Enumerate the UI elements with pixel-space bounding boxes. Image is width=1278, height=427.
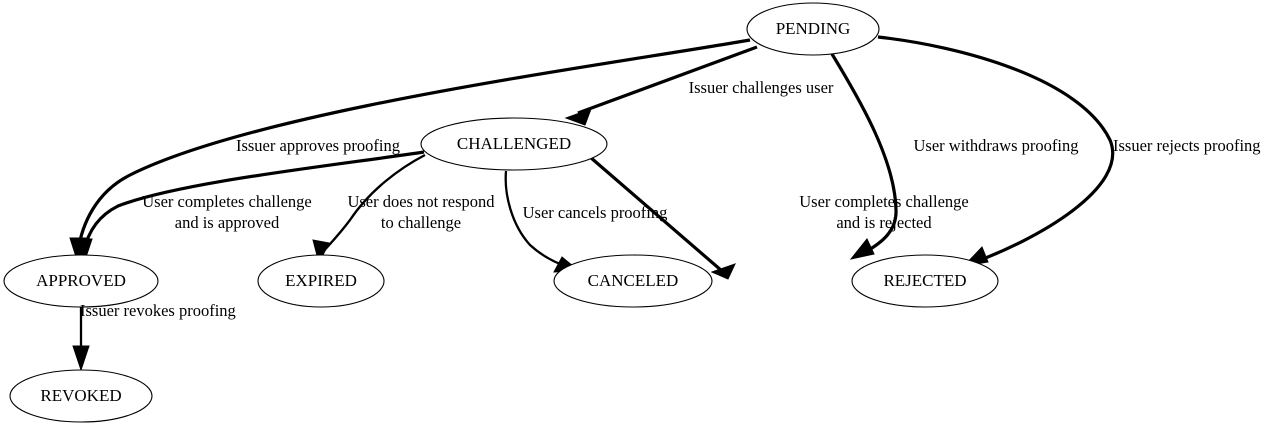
- edge-label-issuer-rejects-proofing: Issuer rejects proofing: [1113, 136, 1261, 155]
- node-label-revoked: REVOKED: [40, 386, 121, 405]
- edge-path-user-does-not-respond: [321, 153, 426, 254]
- arrowhead-revoked: [72, 345, 90, 372]
- node-challenged[interactable]: CHALLENGED: [420, 117, 608, 171]
- node-expired[interactable]: EXPIRED: [257, 254, 385, 308]
- edge-label-line1: User completes challenge: [799, 192, 969, 211]
- edge-path-issuer-approves-proofing: [76, 38, 751, 252]
- edges-layer: [69, 35, 1115, 372]
- edge-challenged-approved: [75, 150, 425, 265]
- node-pending[interactable]: PENDING: [746, 2, 880, 56]
- node-ellipse-approved[interactable]: [3, 254, 159, 308]
- edge-pending-challenged: [564, 45, 758, 126]
- node-rejected[interactable]: REJECTED: [851, 254, 999, 308]
- arrowhead-approved-from-challenged: [75, 238, 93, 265]
- edge-label-user-withdraws-proofing: User withdraws proofing: [914, 136, 1079, 155]
- node-label-pending: PENDING: [776, 19, 851, 38]
- node-label-expired: EXPIRED: [285, 271, 357, 290]
- node-revoked[interactable]: REVOKED: [9, 369, 153, 423]
- edge-path-pending-challenges-user: [577, 45, 758, 115]
- node-label-canceled: CANCELED: [588, 271, 679, 290]
- edge-label-issuer-approves-proofing: Issuer approves proofing: [236, 136, 400, 155]
- node-ellipse-revoked[interactable]: [9, 369, 153, 423]
- edge-label-line1: User completes challenge: [142, 192, 312, 211]
- edge-path-user-completes-challenge-rejected: [588, 155, 724, 273]
- node-ellipse-canceled[interactable]: [553, 254, 713, 308]
- edge-path-user-completes-challenge-approved: [82, 150, 425, 252]
- edge-label-user-does-not-respond: User does not respond to challenge: [347, 192, 495, 232]
- edge-pending-canceled: [830, 53, 898, 260]
- node-label-approved: APPROVED: [36, 271, 126, 290]
- edge-label-line1: User does not respond: [347, 192, 495, 211]
- node-ellipse-expired[interactable]: [257, 254, 385, 308]
- edge-label-user-cancels-proofing: User cancels proofing: [523, 203, 668, 222]
- edge-label-line2: and is approved: [175, 213, 280, 232]
- arrowhead-canceled-from-pending: [849, 238, 875, 260]
- edge-label-line2: to challenge: [381, 213, 461, 232]
- node-label-rejected: REJECTED: [883, 271, 966, 290]
- node-ellipse-rejected[interactable]: [851, 254, 999, 308]
- edge-path-issuer-rejects-proofing: [877, 35, 1115, 264]
- edge-label-issuer-challenges-user: Issuer challenges user: [689, 78, 834, 97]
- node-label-challenged: CHALLENGED: [457, 134, 571, 153]
- nodes-layer: PENDING CHALLENGED APPROVED EXPIRED CANC…: [3, 2, 999, 423]
- edge-label-issuer-revokes-proofing: Issuer revokes proofing: [80, 301, 236, 320]
- edge-approved-revoked: [72, 307, 90, 372]
- arrowhead-challenged: [564, 108, 592, 126]
- edge-path-user-withdraws-proofing: [830, 53, 898, 256]
- node-ellipse-pending[interactable]: [746, 2, 880, 56]
- node-approved[interactable]: APPROVED: [3, 254, 159, 308]
- edge-label-user-completes-challenge-rejected: User completes challenge and is rejected: [799, 192, 969, 232]
- edge-label-line2: and is rejected: [836, 213, 932, 232]
- arrowhead-expired: [312, 239, 330, 265]
- edge-label-user-completes-challenge-approved: User completes challenge and is approved: [142, 192, 312, 232]
- edge-challenged-expired: [312, 153, 426, 265]
- arrowhead-rejected-from-challenged: [710, 263, 736, 280]
- edge-challenged-rejected: [588, 155, 736, 280]
- node-ellipse-challenged[interactable]: [420, 117, 608, 171]
- edge-path-user-cancels-proofing: [504, 170, 569, 269]
- node-canceled[interactable]: CANCELED: [553, 254, 713, 308]
- edge-labels-layer: Issuer challenges user Issuer approves p…: [80, 78, 1261, 320]
